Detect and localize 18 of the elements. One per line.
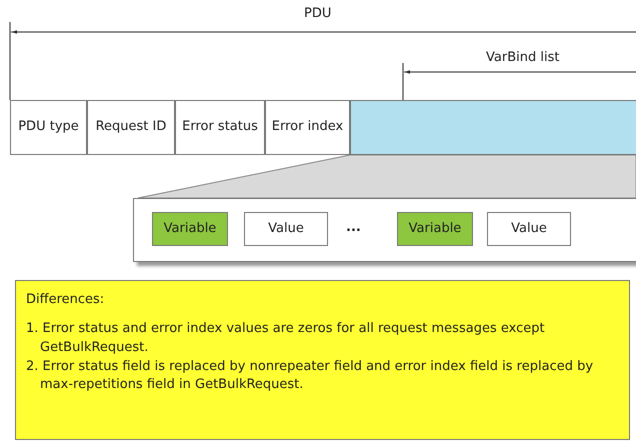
varbind-list-box [350,100,636,155]
note-heading: Differences: [26,291,106,309]
field-box: Request ID [87,100,175,155]
field-box: PDU type [10,100,87,155]
field-box: Error status [175,100,265,155]
variable-box: Variable [397,212,473,246]
dimension-label: PDU [304,6,332,21]
zoom-wedge [138,154,636,198]
note-item: 2. Error status field is replaced by nonrepeater field and error index field is replaced by max-repetitions field in GetBulkRequest. [26,358,594,394]
field-box: Error index [265,100,350,155]
varbind-panel [133,198,636,262]
variable-box: Variable [152,212,228,246]
value-box: Value [244,212,328,246]
note-item: 1. Error status and error index values are zeros for all request messages except GetBulkRequest. [26,320,546,357]
ellipsis-text: ... [346,220,361,235]
dimension-label: VarBind list [486,50,560,65]
note-box [15,280,630,440]
value-box: Value [487,212,571,246]
